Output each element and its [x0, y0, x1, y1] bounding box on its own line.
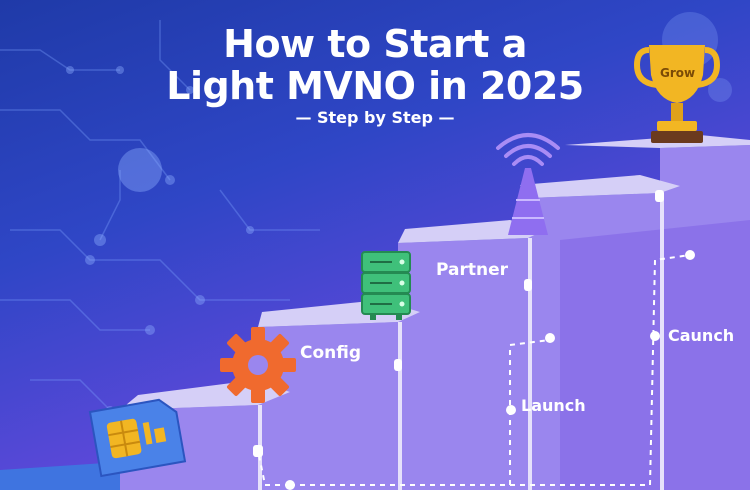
stair-3-face — [398, 238, 528, 490]
step-label-launch: Launch — [521, 396, 586, 415]
step-label-partner: Partner — [436, 260, 509, 280]
title-line-2: Light MVNO in 2025 — [166, 64, 584, 108]
step-label-caunch: Caunch — [668, 326, 735, 345]
stair-4-top — [520, 175, 680, 198]
sim-card-icon — [88, 398, 187, 478]
title-line-1: How to Start a — [223, 22, 527, 66]
trophy-icon — [633, 45, 721, 143]
stair-3-top — [398, 220, 545, 243]
server-icon — [361, 251, 411, 320]
antenna-tower-icon — [496, 133, 560, 235]
step-label-config: Config — [300, 343, 362, 363]
trophy-label-grow: Grow — [660, 66, 696, 80]
subtitle: — Step by Step — — [295, 108, 455, 127]
stair-side-shade — [560, 220, 750, 490]
gear-icon — [220, 327, 296, 403]
